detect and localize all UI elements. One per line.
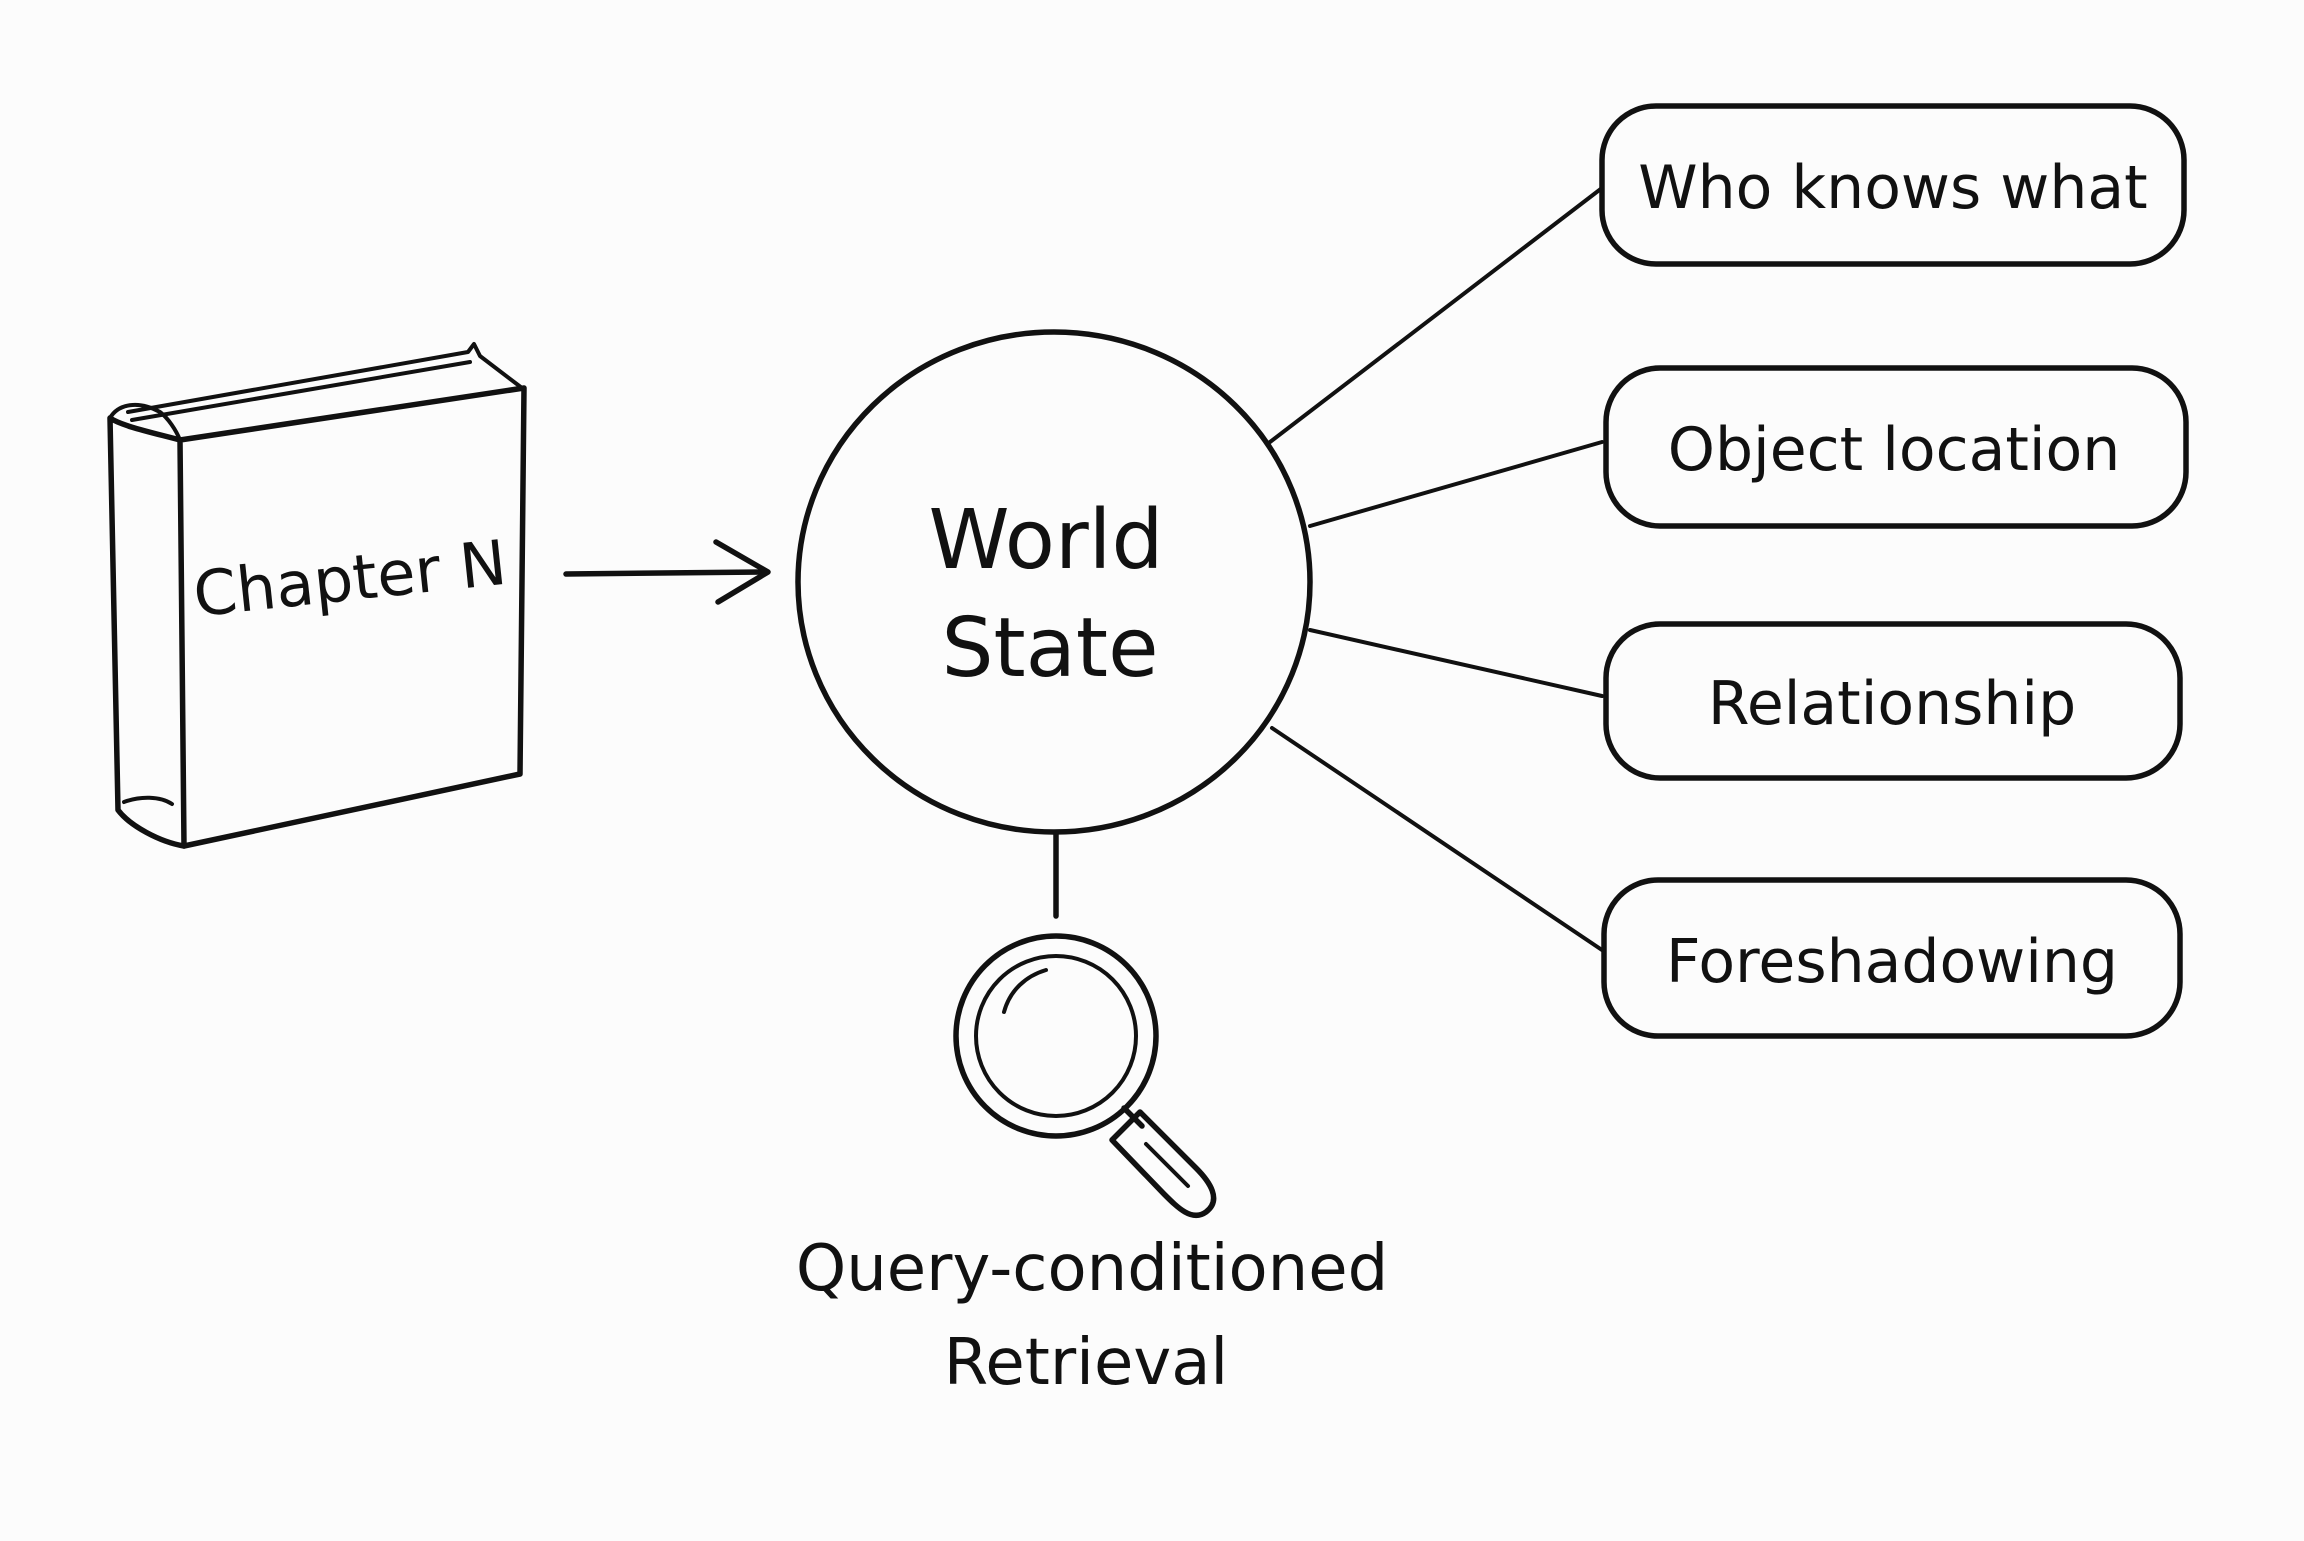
retrieval-label-line2: Retrieval [944,1326,1228,1400]
attribute-connectors [1268,186,1604,952]
attribute-label: Foreshadowing [1666,927,2118,997]
attribute-box-relationship: Relationship [1603,621,2183,781]
retrieval-label: Query-conditioned Retrieval [796,1232,1388,1400]
retrieval-label-line1: Query-conditioned [796,1232,1388,1306]
world-state-label-line2: State [941,601,1158,696]
magnifying-glass-icon [953,933,1217,1219]
attribute-box-object-location: Object location [1603,365,2189,529]
attribute-box-foreshadowing: Foreshadowing [1601,877,2183,1039]
attribute-box-who-knows-what: Who knows what [1599,103,2187,267]
world-state-label-line1: World [929,493,1164,588]
book-icon: Chapter N [107,342,527,849]
world-state-node: World State [795,329,1313,835]
attribute-label: Object location [1668,415,2121,485]
attribute-label: Relationship [1708,669,2076,739]
book-label: Chapter N [190,526,510,631]
attribute-label: Who knows what [1638,153,2147,223]
flow-arrow [563,539,771,605]
